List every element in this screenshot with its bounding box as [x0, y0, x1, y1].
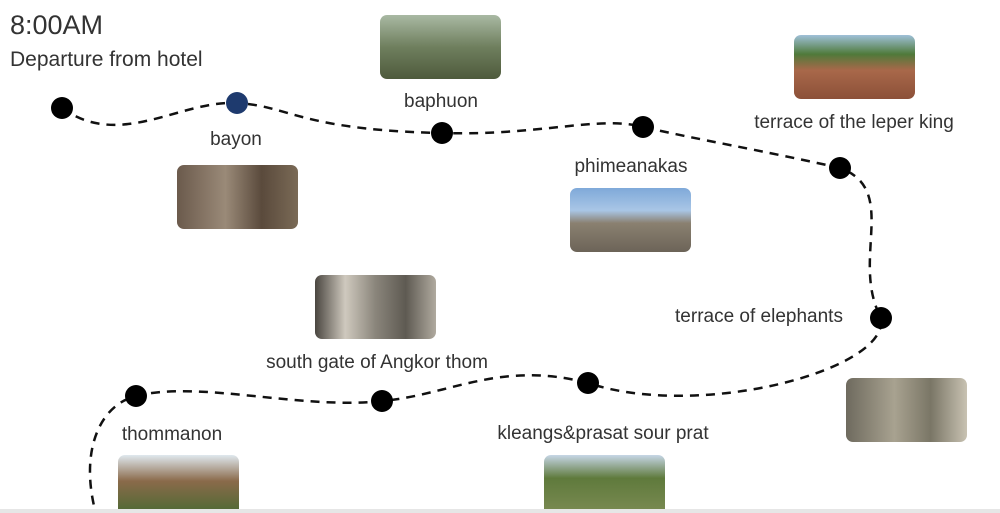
leper-king-photo [794, 35, 915, 99]
stop-dot-thommanon[interactable] [125, 385, 147, 407]
stop-label-elephants: terrace of elephants [675, 306, 843, 327]
stop-dot-elephants[interactable] [870, 307, 892, 329]
stop-label-thommanon: thommanon [121, 424, 223, 445]
stop-dot-leper-king[interactable] [829, 157, 851, 179]
stop-dot-south-gate[interactable] [371, 390, 393, 412]
stop-dot-phimeanakas[interactable] [632, 116, 654, 138]
stop-dot-baphuon[interactable] [431, 122, 453, 144]
phimeanakas-photo [570, 188, 691, 252]
bayon-faces-photo [177, 165, 298, 229]
kleangs-photo [544, 455, 665, 513]
south-gate-photo [315, 275, 436, 339]
stop-label-bayon: bayon [210, 129, 262, 150]
stop-label-south-gate: south gate of Angkor thom [266, 352, 488, 373]
thommanon-photo [118, 455, 239, 513]
departure-label: Departure from hotel [10, 48, 203, 71]
baphuon-photo [380, 15, 501, 79]
route-path [61, 101, 883, 511]
stop-label-kleangs: kleangs&prasat sour prat [497, 423, 709, 444]
start-dot [51, 97, 73, 119]
stop-label-baphuon: baphuon [404, 91, 478, 112]
stop-dot-bayon[interactable] [226, 92, 248, 114]
departure-time: 8:00AM [10, 10, 104, 40]
elephants-photo [846, 378, 967, 442]
stop-label-phimeanakas: phimeanakas [574, 156, 688, 177]
stop-label-leper-king: terrace of the leper king [754, 112, 954, 133]
bottom-edge [0, 509, 1000, 513]
stop-dot-kleangs[interactable] [577, 372, 599, 394]
